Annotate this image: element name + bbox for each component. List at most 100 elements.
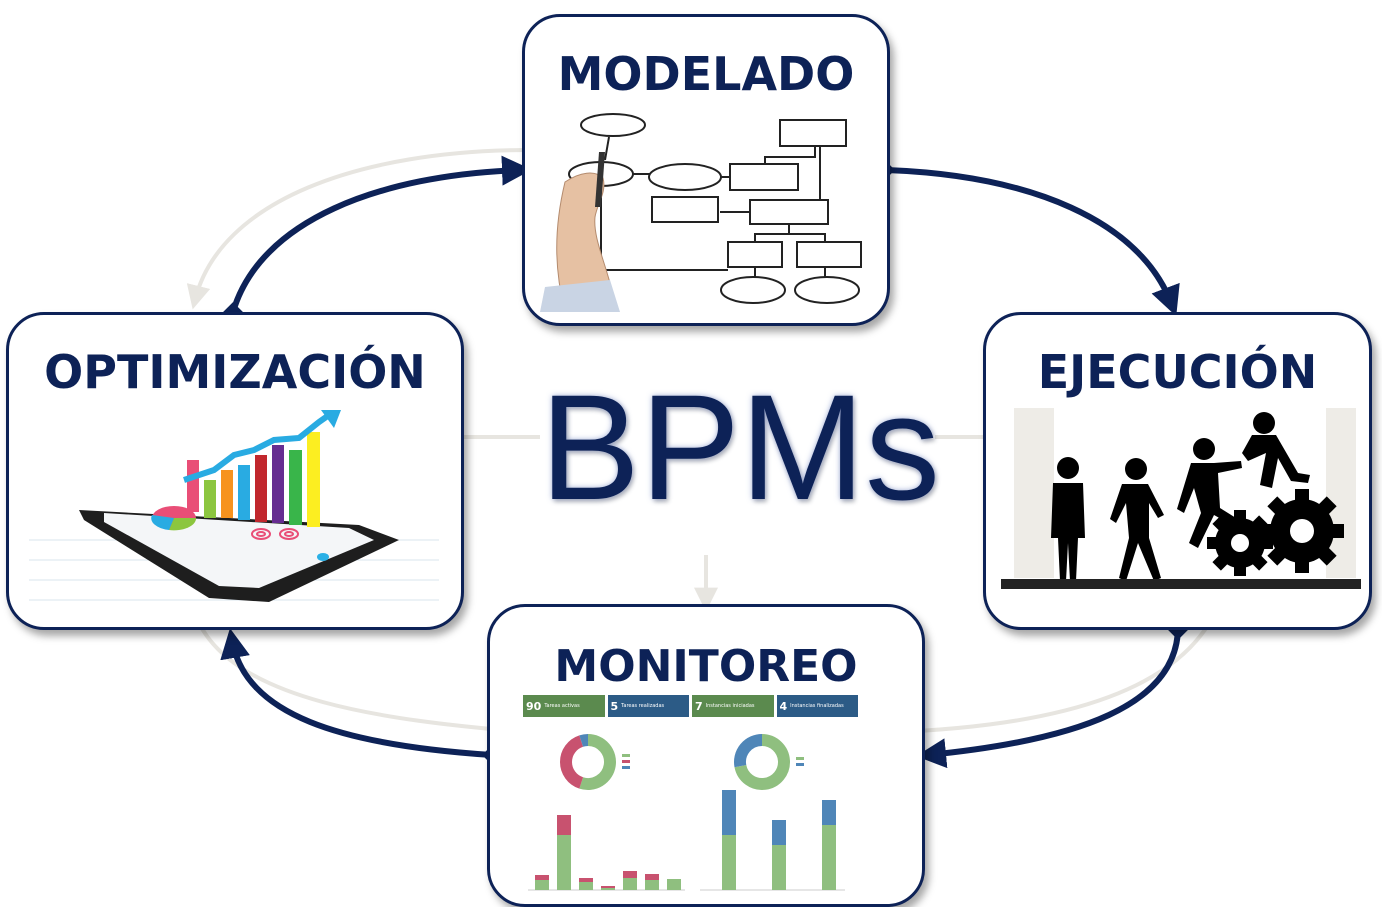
bar-segment	[601, 886, 615, 888]
flow-box	[779, 119, 847, 147]
chart-bar	[204, 480, 216, 518]
legend-swatch	[622, 766, 630, 769]
flow-box	[727, 241, 783, 268]
target-icon	[251, 528, 299, 540]
kpi-value: 4	[779, 699, 788, 713]
tablet-home-button	[317, 553, 329, 561]
chart-bar	[255, 455, 267, 522]
kpi-label: Tareas realizadas	[621, 703, 665, 709]
legend-swatch	[622, 760, 630, 763]
person-body	[1110, 484, 1164, 581]
chart-bar	[187, 460, 199, 512]
flow-box	[651, 196, 719, 223]
bar-segment	[579, 882, 593, 890]
person-body	[1177, 461, 1242, 548]
dashboard-kpi-strip: 90 Tareas activas 5 Tareas realizadas 7 …	[523, 695, 858, 717]
person-head	[1253, 412, 1275, 434]
dashboard-mini-charts	[528, 734, 845, 891]
ground-strip	[1001, 579, 1361, 589]
sleeve	[540, 280, 620, 312]
bar-segment	[772, 845, 786, 890]
bar-segment	[601, 888, 615, 890]
kpi-tile: 4 Instancias finalizadas	[776, 695, 858, 717]
chart-bar	[238, 465, 250, 520]
gear-icon	[1207, 510, 1273, 576]
bar-segment	[623, 871, 637, 878]
tablet-screen	[104, 513, 374, 588]
center-title: BPMs	[539, 363, 941, 531]
kpi-tile: 7 Instancias iniciadas	[692, 695, 774, 717]
tablet-chart-illustration	[29, 410, 439, 602]
chart-bar	[272, 445, 284, 523]
bar-segment	[535, 875, 549, 880]
person-head	[1125, 458, 1147, 480]
flowchart-illustration	[540, 113, 862, 312]
bar-segment	[579, 878, 593, 882]
donut-segment	[579, 734, 589, 747]
stage-title-monitoreo: MONITOREO	[554, 641, 858, 692]
person-head	[1193, 438, 1215, 460]
kpi-value: 90	[526, 699, 542, 713]
card-modelado: MODELADO	[522, 14, 890, 326]
flow-ellipse	[794, 276, 860, 304]
donut-segment	[579, 734, 616, 790]
chart-bar	[289, 450, 302, 525]
donut-segment	[734, 734, 790, 790]
marker-pen	[595, 152, 605, 207]
kpi-label: Instancias iniciadas	[705, 703, 755, 709]
bar-segment	[667, 879, 681, 890]
faint-arrow-modelado-optimizacion	[186, 148, 531, 310]
bar-segment	[722, 835, 736, 890]
stage-title-ejecucion: EJECUCIÓN	[1037, 345, 1318, 399]
stage-title-optimizacion: OPTIMIZACIÓN	[44, 345, 426, 399]
legend-swatch	[622, 754, 630, 757]
backdrop-strip	[1326, 408, 1356, 578]
legend-swatch	[796, 763, 804, 766]
arrow-ejecucion-to-monitoreo	[916, 629, 1181, 769]
card-monitoreo: MONITOREO 90 Tareas activas 5 Tareas rea…	[487, 604, 925, 907]
flow-box	[729, 163, 799, 191]
bar-segment	[645, 880, 659, 890]
kpi-tile: 5 Tareas realizadas	[607, 695, 689, 717]
arrow-monitoreo-to-optimizacion	[220, 628, 493, 758]
flow-ellipse	[580, 113, 646, 137]
card-optimizacion: OPTIMIZACIÓN	[6, 312, 464, 630]
flow-box	[749, 199, 829, 225]
kpi-value: 5	[610, 699, 619, 713]
donut-segment	[734, 734, 763, 768]
gear-icon	[1260, 489, 1344, 573]
pie-slice	[151, 515, 174, 530]
trend-arrow	[183, 412, 331, 483]
arrow-optimizacion-to-modelado	[230, 155, 532, 313]
card-ejecucion: EJECUCIÓN	[983, 312, 1372, 630]
backdrop-strip	[1014, 408, 1054, 578]
trend-arrowhead	[321, 410, 341, 428]
arrow-modelado-to-ejecucion	[884, 167, 1180, 317]
bar-segment	[822, 825, 836, 890]
bar-segment	[557, 815, 571, 835]
kpi-value: 7	[695, 699, 703, 713]
person-body	[1242, 435, 1310, 488]
kpi-label: Tareas activas	[544, 703, 580, 709]
legend-swatch	[796, 757, 804, 760]
bar-segment	[557, 835, 571, 890]
kpi-tile: 90 Tareas activas	[523, 695, 605, 717]
person-body	[1051, 483, 1085, 581]
donut-segment	[560, 735, 584, 789]
stage-title-modelado: MODELADO	[557, 47, 855, 101]
bar-segment	[722, 790, 736, 835]
pie-slice	[169, 518, 197, 531]
bar-segment	[623, 878, 637, 890]
flow-box	[796, 241, 862, 268]
bar-segment	[772, 820, 786, 845]
bar-segment	[822, 800, 836, 825]
bar-segment	[535, 880, 549, 890]
flow-ellipse	[720, 276, 786, 304]
chart-bar	[221, 470, 233, 518]
person-head	[1057, 457, 1079, 479]
flow-ellipse	[648, 163, 722, 191]
teamwork-gears-illustration	[1001, 408, 1361, 589]
bar-segment	[645, 874, 659, 880]
kpi-label: Instancias finalizadas	[790, 703, 844, 709]
